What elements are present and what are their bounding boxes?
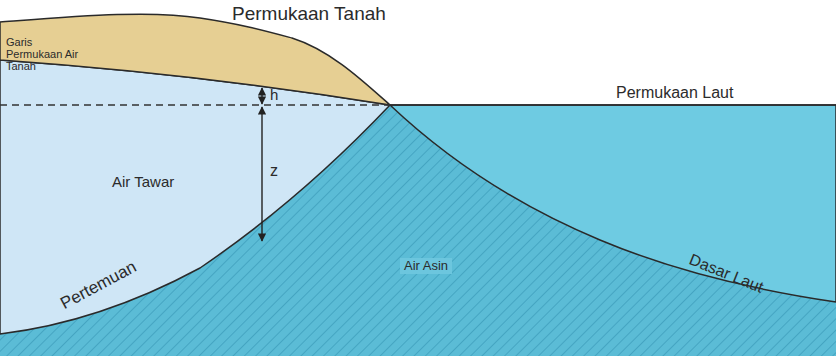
sea [390, 105, 836, 302]
surface-label: Permukaan Tanah [232, 4, 386, 25]
sea-surface [390, 104, 836, 106]
fresh-water-label: Air Tawar [112, 174, 174, 191]
h-arrow [261, 88, 262, 104]
water-table-label: Garis Permukaan Air Tanah [6, 36, 86, 72]
sea-level-dashed [0, 104, 390, 105]
z-label: z [270, 162, 278, 180]
land-sand [0, 14, 390, 105]
fresh-water [0, 60, 390, 334]
salt-water-label: Air Asin [400, 258, 452, 274]
sky [0, 0, 836, 105]
h-label: h [270, 87, 278, 104]
z-arrow [261, 107, 262, 241]
sea-level-label: Permukaan Laut [616, 84, 733, 102]
